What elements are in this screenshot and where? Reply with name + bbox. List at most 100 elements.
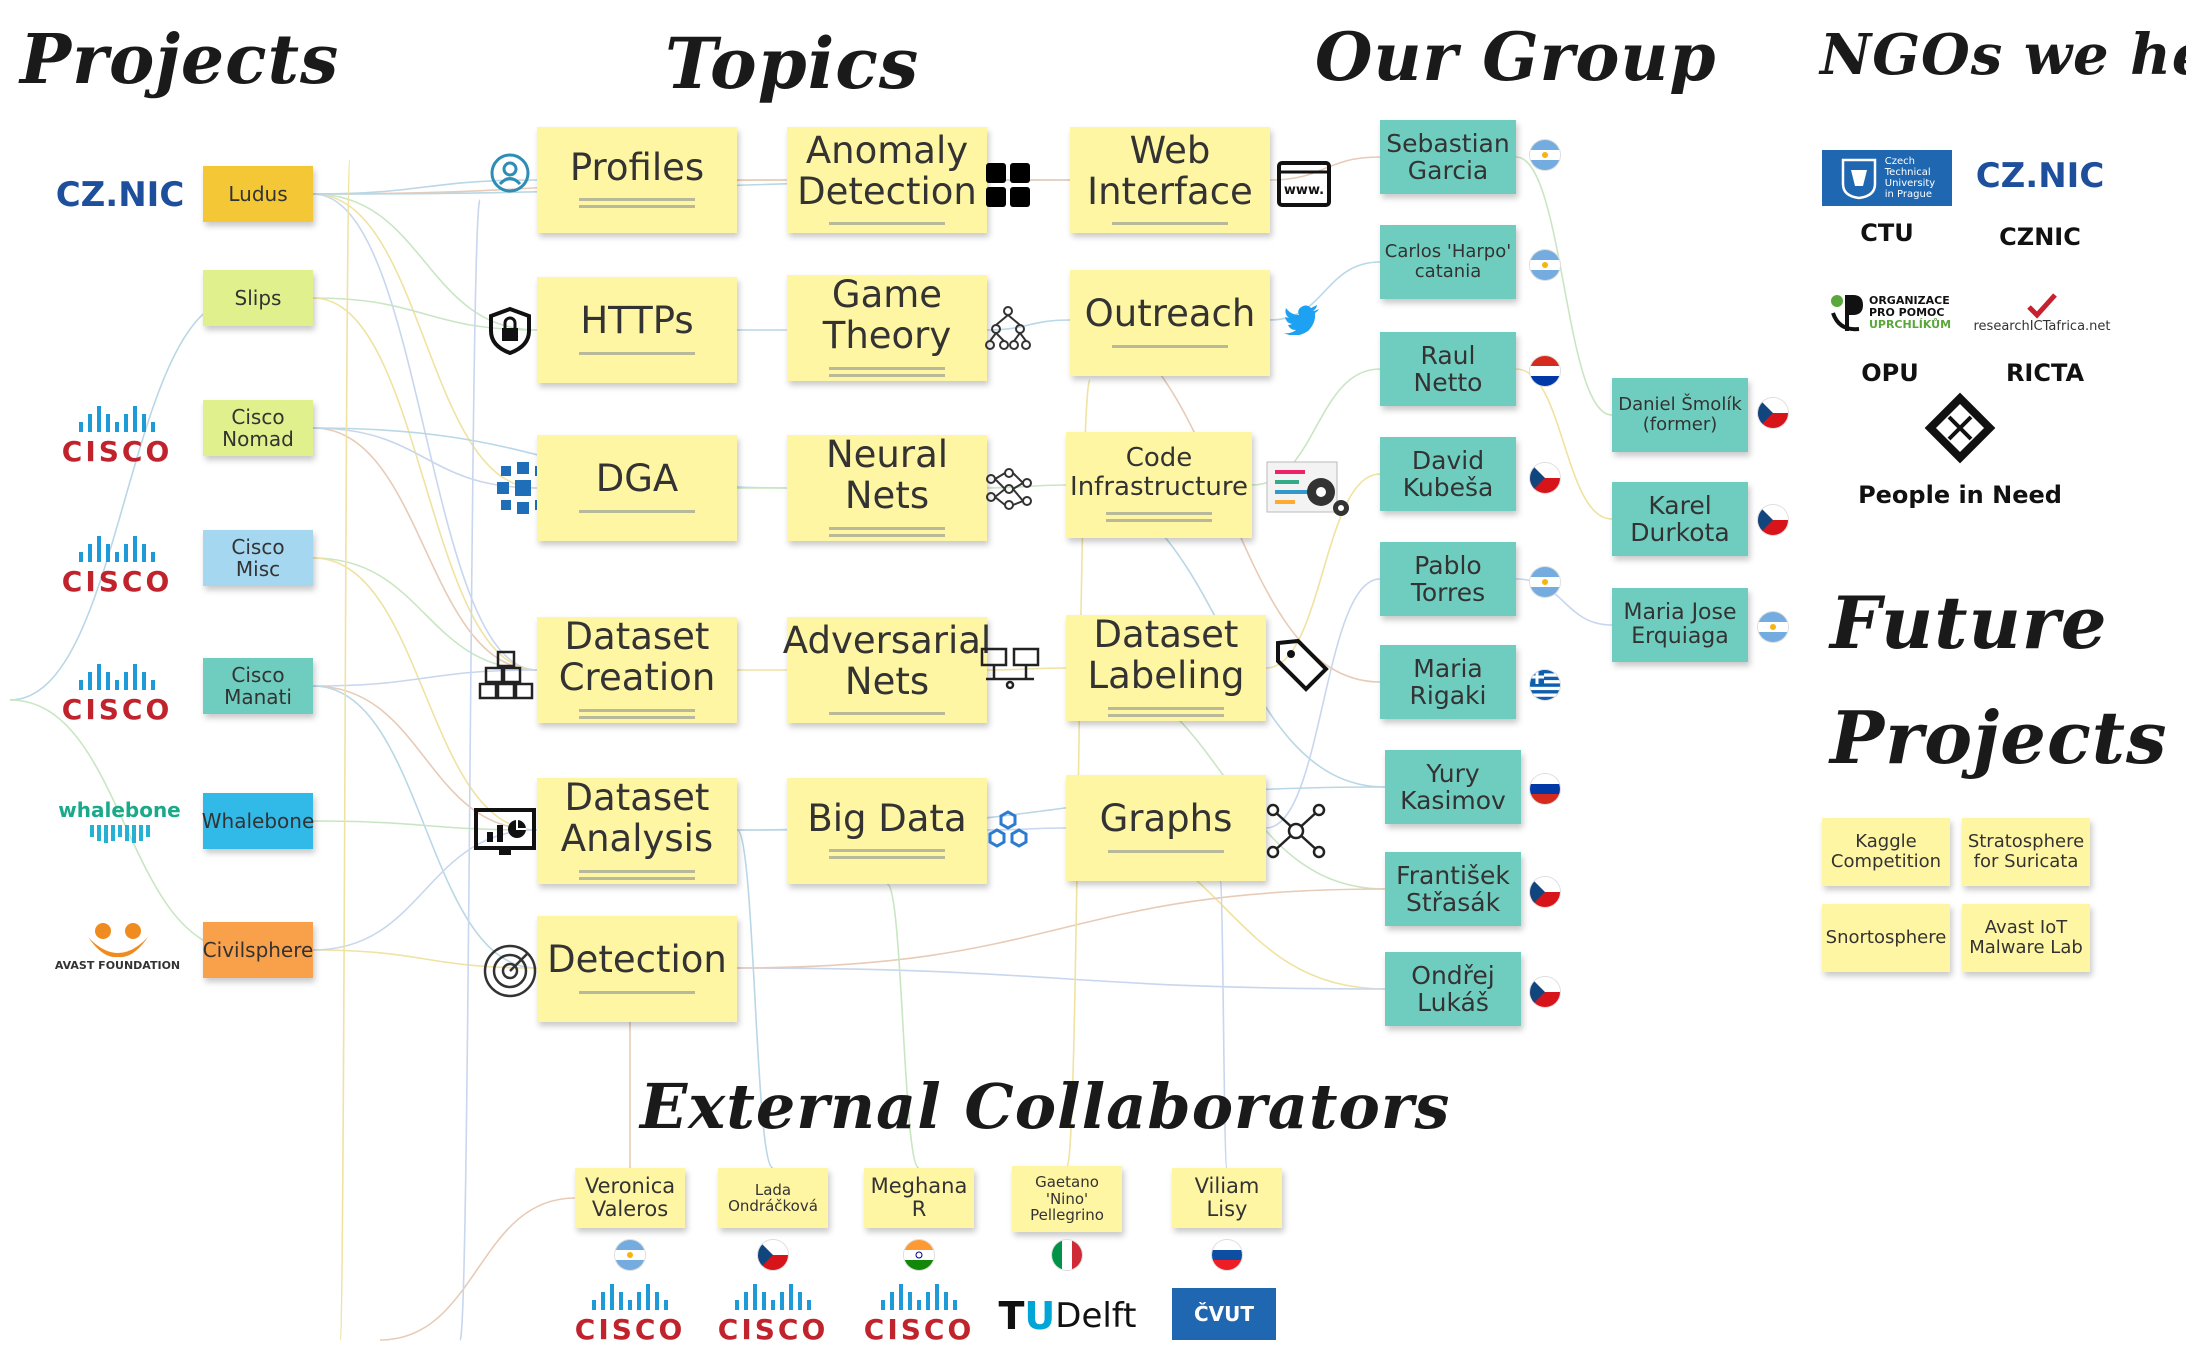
- topic-graphs[interactable]: Graphs: [1066, 775, 1266, 881]
- people-in-need-label: People in Need: [1858, 481, 2062, 509]
- topic-anomaly-detection[interactable]: Anomaly Detection: [787, 127, 987, 233]
- cisco-logo: CISCO: [62, 660, 172, 730]
- topic-big-data[interactable]: Big Data: [787, 778, 987, 884]
- connection-line: [1515, 368, 1613, 520]
- two-monitors-icon: [980, 645, 1040, 691]
- topic-dataset-creation[interactable]: Dataset Creation: [537, 616, 737, 723]
- flag-argentina-icon: [1530, 250, 1560, 280]
- collaborator-veronica-valeros[interactable]: Veronica Valeros: [575, 1168, 685, 1228]
- flag-czechia-icon: [1530, 463, 1560, 493]
- flag-czechia-icon: [1530, 977, 1560, 1007]
- project-cisco-manati[interactable]: Cisco Manati: [203, 658, 313, 714]
- cisco-logo: CISCO: [864, 1284, 974, 1346]
- topic-dataset-labeling[interactable]: Dataset Labeling: [1066, 614, 1266, 721]
- project-cisco-misc[interactable]: Cisco Misc: [203, 530, 313, 586]
- project-cisco-nomad[interactable]: Cisco Nomad: [203, 400, 313, 456]
- graph-nodes-icon: [1265, 800, 1327, 862]
- grid-blocks-icon: [985, 162, 1031, 208]
- future-heading-line1: Future: [1830, 580, 2108, 665]
- cznic-logo: CZ.NIC: [1975, 156, 2105, 196]
- project-slips[interactable]: Slips: [203, 270, 313, 326]
- future-kaggle-competition[interactable]: Kaggle Competition: [1822, 818, 1950, 886]
- topic-dga[interactable]: DGA: [537, 435, 737, 541]
- collaborator-meghana-r[interactable]: Meghana R: [864, 1168, 974, 1228]
- flag-russia-icon: [1530, 774, 1560, 804]
- topic-game-theory[interactable]: Game Theory: [787, 274, 987, 381]
- topic-profiles[interactable]: Profiles: [537, 127, 737, 233]
- ricta-logo: researchICTafrica.net: [1972, 285, 2112, 341]
- member-maria-rigaki[interactable]: Maria Rigaki: [1380, 645, 1516, 719]
- code-gear-icon: [1265, 458, 1351, 522]
- stacked-boxes-icon: [478, 648, 536, 700]
- member-karel-durkota[interactable]: Karel Durkota: [1612, 482, 1748, 556]
- tag-icon: [1272, 635, 1332, 695]
- diamond-emblem-icon: [1924, 392, 1996, 464]
- connection-line: [459, 199, 481, 1341]
- cisco-logo: CISCO: [575, 1284, 685, 1346]
- topic-code-infrastructure[interactable]: Code Infrastructure: [1066, 432, 1252, 538]
- topic-dataset-analysis[interactable]: Dataset Analysis: [537, 777, 737, 884]
- flag-greece-icon: [1530, 670, 1560, 700]
- flag-italy-icon: [1052, 1240, 1082, 1270]
- tree-network-icon: [985, 305, 1031, 351]
- member-sebastian-garcia[interactable]: Sebastian Garcia: [1380, 120, 1516, 194]
- collaborator-viliam-lisy[interactable]: Viliam Lisy: [1172, 1168, 1282, 1228]
- connection-line: [312, 669, 538, 687]
- ngos-heading: NGOs we help: [1820, 22, 2186, 88]
- flag-argentina-icon: [1530, 567, 1560, 597]
- member-raul-netto[interactable]: Raul Netto: [1380, 332, 1516, 406]
- member-carlos-catania[interactable]: Carlos 'Harpo' catania: [1380, 225, 1516, 299]
- flag-czechia-icon: [1758, 398, 1788, 428]
- member-yury-kasimov[interactable]: Yury Kasimov: [1385, 750, 1521, 824]
- project-ludus[interactable]: Ludus: [203, 166, 313, 222]
- member-david-kubesa[interactable]: David Kubeša: [1380, 437, 1516, 511]
- topic-adversarial-nets[interactable]: Adversarial Nets: [783, 617, 991, 723]
- future-avast-iot-malware-lab[interactable]: Avast IoT Malware Lab: [1962, 904, 2090, 972]
- future-snortosphere[interactable]: Snortosphere: [1822, 904, 1950, 972]
- twitter-bird-icon: [1282, 302, 1322, 338]
- our-group-heading: Our Group: [1315, 18, 1717, 96]
- future-heading-line2: Projects: [1830, 695, 2168, 780]
- cisco-logo: CISCO: [62, 402, 172, 472]
- member-pablo-torres[interactable]: Pablo Torres: [1380, 542, 1516, 616]
- connection-line: [1269, 261, 1381, 321]
- project-whalebone[interactable]: Whalebone: [202, 793, 314, 849]
- future-stratosphere-for-suricata[interactable]: Stratosphere for Suricata: [1962, 818, 2090, 886]
- topic-outreach[interactable]: Outreach: [1070, 270, 1270, 376]
- flag-argentina-icon: [1530, 140, 1560, 170]
- opu-p-icon: [1830, 295, 1863, 332]
- member-daniel-smolik[interactable]: Daniel Šmolík (former): [1612, 378, 1748, 452]
- topic-https[interactable]: HTTPs: [537, 277, 737, 383]
- collaborator-lada-ondrackova[interactable]: Lada Ondráčková: [718, 1168, 828, 1228]
- connection-line: [312, 685, 538, 831]
- connection-line: [312, 193, 538, 331]
- member-maria-jose-erquiaga[interactable]: Maria Jose Erquiaga: [1612, 588, 1748, 662]
- topics-heading: Topics: [665, 22, 920, 105]
- topic-neural-nets[interactable]: Neural Nets: [787, 434, 987, 541]
- avast-figures-icon: [87, 922, 148, 957]
- projects-heading: Projects: [20, 20, 340, 100]
- people-in-need-logo: [1917, 385, 2003, 471]
- flag-argentina-icon: [615, 1240, 645, 1270]
- connection-line: [1515, 156, 1613, 416]
- connection-line: [312, 193, 538, 671]
- flag-india-icon: [904, 1240, 934, 1270]
- member-frantisek-strasak[interactable]: František Střasák: [1385, 852, 1521, 926]
- browser-www-icon: www.: [1276, 160, 1332, 208]
- ctu-label: CTU: [1860, 219, 1914, 247]
- flag-czechia-icon: [758, 1240, 788, 1270]
- collaborator-gaetano-pellegrino[interactable]: Gaetano 'Nino' Pellegrino: [1012, 1166, 1122, 1232]
- topic-detection[interactable]: Detection: [537, 916, 737, 1022]
- topic-web-interface[interactable]: Web Interface: [1070, 127, 1270, 233]
- external-heading: External Collaborators: [640, 1070, 1451, 1143]
- connection-line: [886, 883, 920, 1169]
- member-ondrej-lukas[interactable]: Ondřej Lukáš: [1385, 952, 1521, 1026]
- radar-icon: [482, 943, 538, 999]
- connection-line: [736, 829, 774, 1169]
- project-civilsphere[interactable]: Civilsphere: [203, 922, 313, 978]
- ricta-label: RICTA: [2005, 359, 2085, 387]
- hexagon-cubes-icon: [985, 808, 1031, 854]
